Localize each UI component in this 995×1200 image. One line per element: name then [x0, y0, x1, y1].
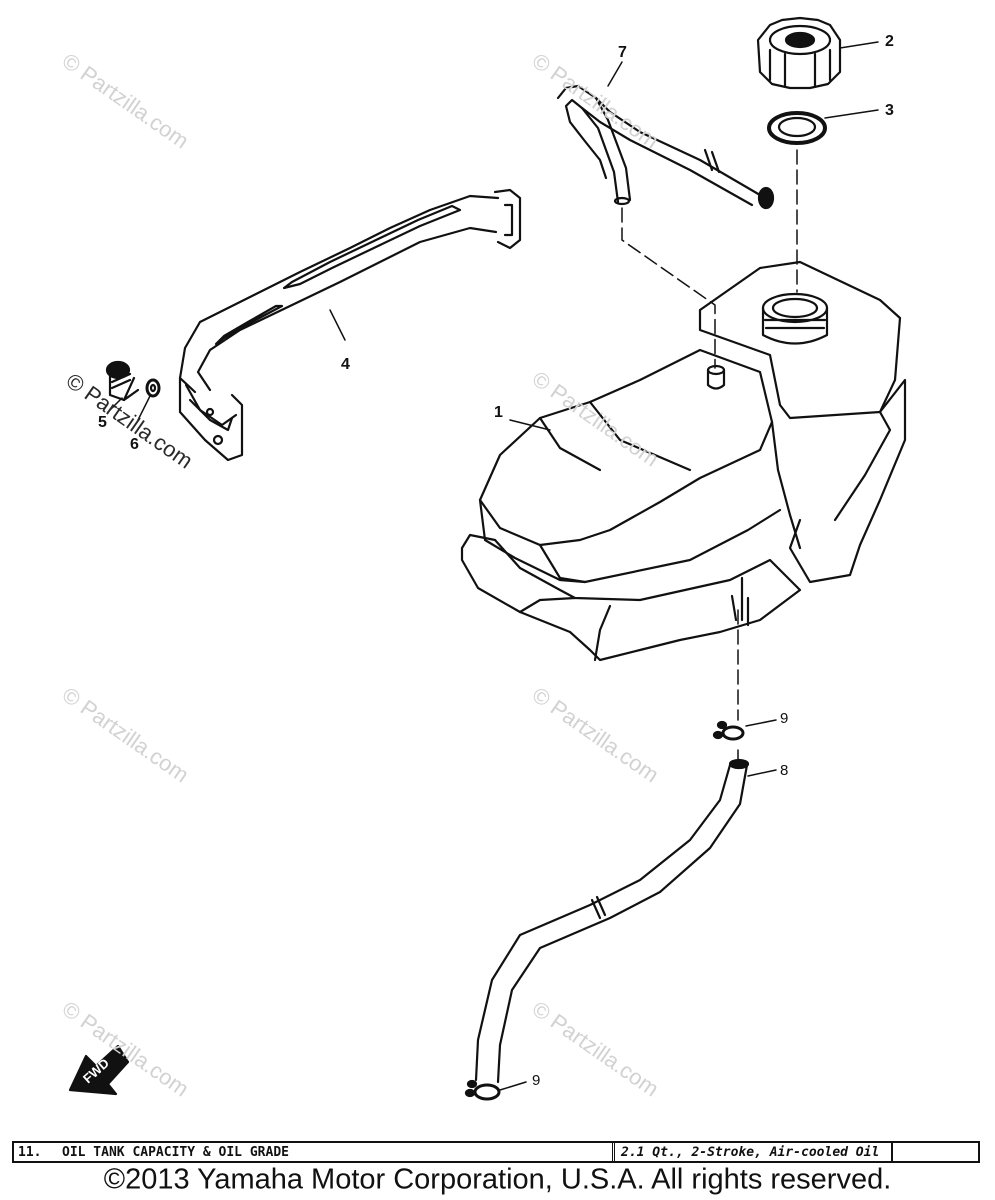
- callout-9-lower: 9: [532, 1072, 541, 1089]
- callout-7: 7: [618, 44, 627, 61]
- callout-6: 6: [130, 436, 139, 453]
- copyright-notice: ©2013 Yamaha Motor Corporation, U.S.A. A…: [103, 1163, 892, 1196]
- spec-item-number: 11.: [18, 1144, 42, 1160]
- bolt-washer: [145, 378, 161, 398]
- oil-delivery-pipe: [474, 758, 750, 1084]
- cap-gasket: [767, 111, 827, 145]
- hose-clip-upper: [712, 720, 745, 741]
- leader-lines: [107, 41, 879, 1091]
- callout-1: 1: [494, 404, 503, 421]
- oil-tank: [460, 260, 907, 662]
- spec-value: 2.1 Qt., 2-Stroke, Air-cooled Oil: [615, 1143, 893, 1161]
- tank-band: [178, 188, 522, 462]
- spec-label: OIL TANK CAPACITY & OIL GRADE: [62, 1143, 615, 1161]
- callout-2: 2: [885, 33, 894, 50]
- breather-pipe: [556, 84, 775, 210]
- callout-4: 4: [341, 356, 350, 373]
- fwd-arrow: [68, 1044, 130, 1096]
- hose-clip-lower: [464, 1079, 501, 1101]
- callout-3: 3: [885, 102, 894, 119]
- oil-tank-cap: [756, 16, 842, 90]
- callout-8: 8: [780, 762, 789, 779]
- callout-9-upper: 9: [780, 710, 789, 727]
- leader-band: [329, 309, 346, 341]
- spec-table: 11. OIL TANK CAPACITY & OIL GRADE 2.1 Qt…: [12, 1141, 980, 1163]
- callout-5: 5: [98, 414, 107, 431]
- mounting-bolt: [105, 360, 140, 402]
